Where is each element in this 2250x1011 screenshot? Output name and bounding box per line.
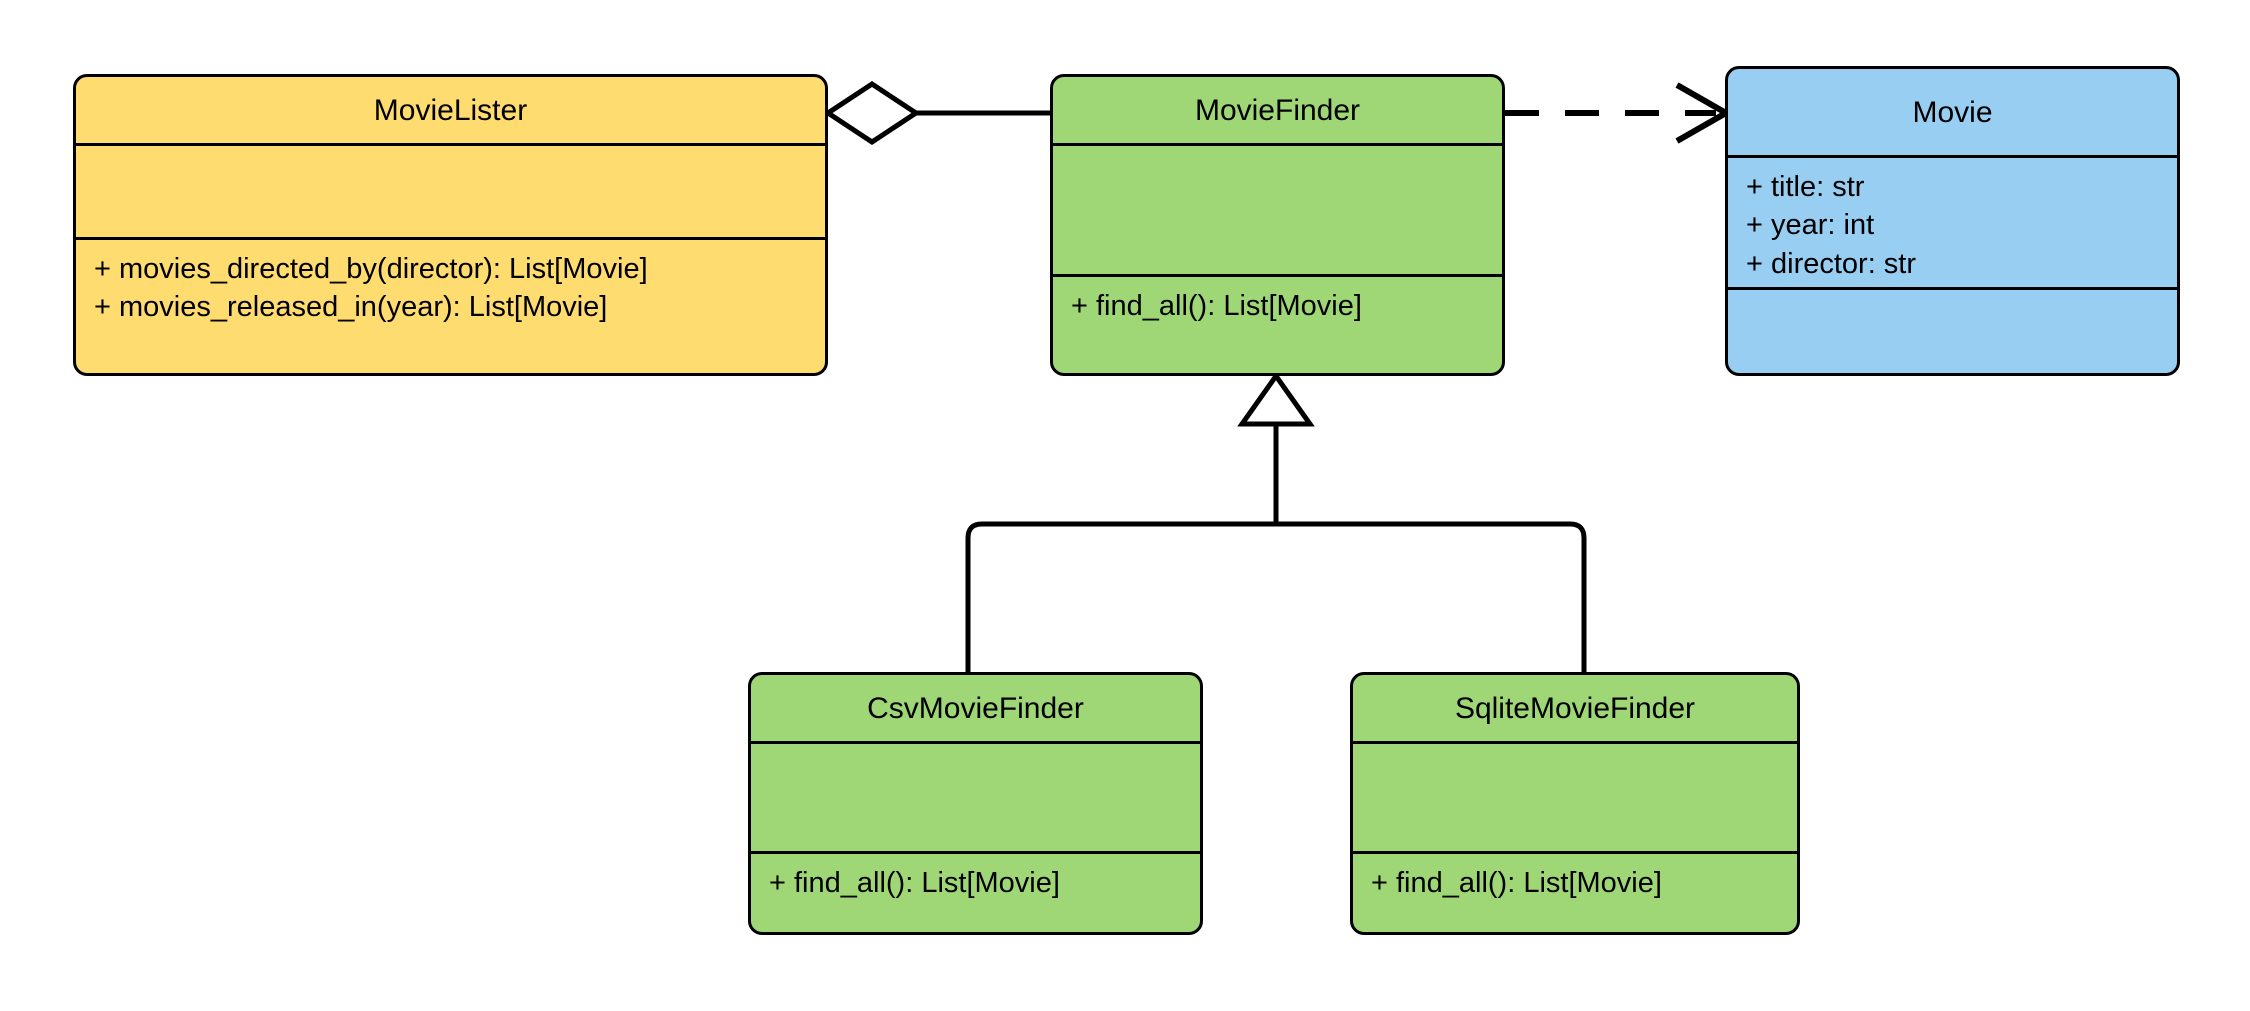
class-title: Movie bbox=[1912, 95, 1993, 129]
class-name-compartment: Movie bbox=[1728, 69, 2177, 155]
attributes-compartment bbox=[751, 741, 1200, 851]
operation-item: + movies_directed_by(director): List[Mov… bbox=[94, 253, 648, 285]
operations-compartment: + find_all(): List[Movie] bbox=[751, 851, 1200, 932]
attributes-compartment bbox=[1353, 741, 1797, 851]
attribute-item: + director: str bbox=[1746, 247, 1917, 280]
uml-class-moviefinder[interactable]: MovieFinder + find_all(): List[Movie] bbox=[1050, 74, 1505, 376]
hollow-triangle-icon bbox=[1237, 371, 1315, 427]
uml-class-movielister[interactable]: MovieLister + movies_directed_by(directo… bbox=[73, 74, 828, 376]
generalization-tree bbox=[965, 371, 1587, 672]
operation-item: + find_all(): List[Movie] bbox=[769, 867, 1060, 899]
attributes-compartment bbox=[1053, 143, 1502, 274]
attributes-compartment: + title: str + year: int + director: str bbox=[1728, 155, 2177, 287]
class-name-compartment: MovieFinder bbox=[1053, 77, 1502, 143]
operation-item: + find_all(): List[Movie] bbox=[1071, 290, 1362, 322]
operation-item: + find_all(): List[Movie] bbox=[1371, 867, 1662, 899]
uml-class-movie[interactable]: Movie + title: str + year: int + directo… bbox=[1725, 66, 2180, 376]
operations-compartment bbox=[1728, 287, 2177, 373]
class-title: MovieFinder bbox=[1194, 93, 1361, 127]
attribute-item: + year: int bbox=[1746, 209, 1875, 242]
class-name-compartment: MovieLister bbox=[76, 77, 825, 143]
class-title: CsvMovieFinder bbox=[867, 691, 1084, 725]
uml-class-sqlitemoviefinder[interactable]: SqliteMovieFinder + find_all(): List[Mov… bbox=[1350, 672, 1800, 935]
open-arrow-icon bbox=[1675, 82, 1733, 144]
aggregation-movielister-moviefinder bbox=[823, 81, 1050, 145]
class-name-compartment: SqliteMovieFinder bbox=[1353, 675, 1797, 741]
attributes-compartment bbox=[76, 143, 825, 237]
generalization-bus bbox=[965, 521, 1587, 672]
hollow-diamond-icon bbox=[823, 81, 921, 145]
operations-compartment: + find_all(): List[Movie] bbox=[1053, 274, 1502, 373]
operation-item: + movies_released_in(year): List[Movie] bbox=[94, 291, 608, 324]
attribute-item: + title: str bbox=[1746, 171, 1865, 203]
class-title: MovieLister bbox=[373, 93, 528, 127]
uml-class-csvmoviefinder[interactable]: CsvMovieFinder + find_all(): List[Movie] bbox=[748, 672, 1203, 935]
dependency-moviefinder-movie bbox=[1505, 82, 1733, 144]
class-title: SqliteMovieFinder bbox=[1454, 691, 1696, 725]
operations-compartment: + find_all(): List[Movie] bbox=[1353, 851, 1797, 932]
operations-compartment: + movies_directed_by(director): List[Mov… bbox=[76, 237, 825, 373]
class-name-compartment: CsvMovieFinder bbox=[751, 675, 1200, 741]
